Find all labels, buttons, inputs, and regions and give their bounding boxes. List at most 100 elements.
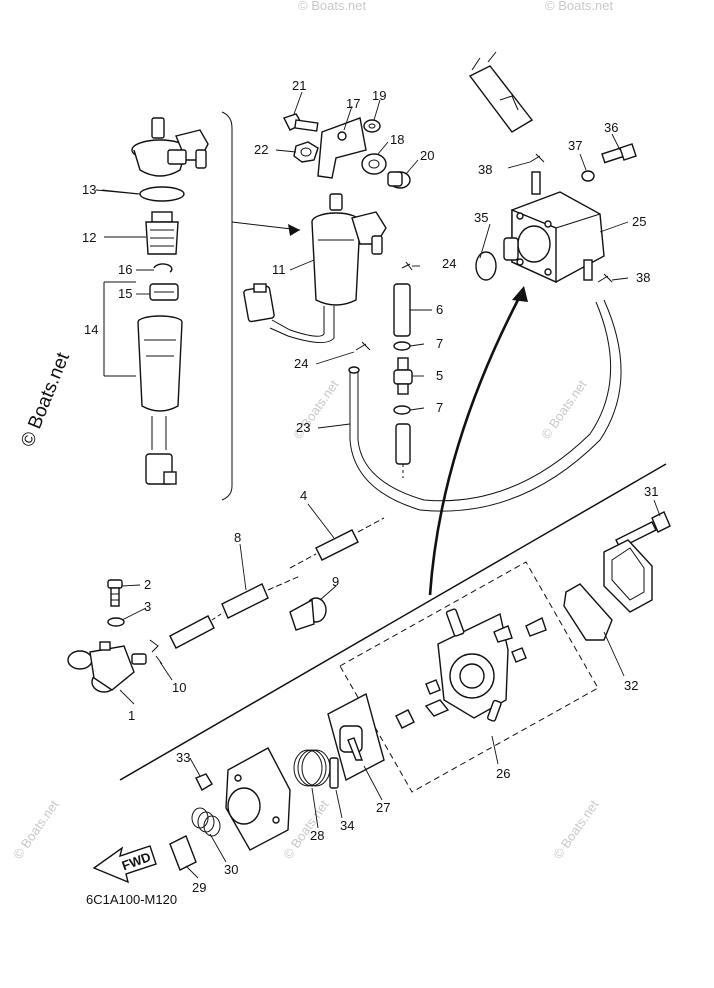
clip-7-upper bbox=[393, 341, 411, 351]
filter-cup bbox=[137, 315, 183, 485]
hose-23-outer bbox=[349, 299, 622, 512]
label-35: 35 bbox=[474, 210, 488, 225]
label-6: 6 bbox=[436, 302, 443, 317]
group-bracket-14 bbox=[103, 281, 136, 377]
pump-26-group-box bbox=[339, 561, 599, 793]
pump-body-26 bbox=[425, 608, 527, 722]
pump-fitting-b bbox=[525, 617, 547, 637]
clip-24-upper bbox=[401, 261, 413, 271]
label-25: 25 bbox=[632, 214, 646, 229]
label-9: 9 bbox=[332, 574, 339, 589]
clip-24-lower bbox=[355, 341, 371, 351]
diagram-code: 6C1A100-M120 bbox=[86, 892, 177, 907]
fwd-arrow: FWD bbox=[92, 845, 157, 884]
nut-22 bbox=[293, 141, 319, 163]
label-1: 1 bbox=[128, 708, 135, 723]
filter-head-assembly bbox=[131, 117, 209, 177]
pump-fitting-a bbox=[493, 625, 513, 643]
o-ring-35 bbox=[475, 251, 497, 281]
flow-arrow-head bbox=[512, 286, 528, 302]
clip-10 bbox=[149, 639, 163, 665]
clip-7-lower bbox=[393, 405, 411, 415]
bracket-arrow-head bbox=[288, 224, 300, 236]
o-ring bbox=[139, 186, 185, 202]
label-30: 30 bbox=[224, 862, 238, 877]
filter-element bbox=[145, 211, 179, 255]
label-28: 28 bbox=[310, 828, 324, 843]
label-36: 36 bbox=[604, 120, 618, 135]
label-38-upper: 38 bbox=[478, 162, 492, 177]
clip-38-upper bbox=[529, 153, 545, 163]
label-22: 22 bbox=[254, 142, 268, 157]
leader-lines bbox=[95, 91, 661, 879]
label-34: 34 bbox=[340, 818, 354, 833]
label-31: 31 bbox=[644, 484, 658, 499]
hose-8 bbox=[169, 575, 301, 649]
label-5: 5 bbox=[436, 368, 443, 383]
label-14: 14 bbox=[84, 322, 98, 337]
clip-38-lower bbox=[597, 273, 613, 283]
label-7-upper: 7 bbox=[436, 336, 443, 351]
nut-33 bbox=[195, 773, 213, 791]
gasket-32 bbox=[563, 583, 613, 641]
label-3: 3 bbox=[144, 599, 151, 614]
grommet-19 bbox=[363, 119, 381, 133]
label-24-lower: 24 bbox=[294, 356, 308, 371]
label-23: 23 bbox=[296, 420, 310, 435]
section-divider bbox=[119, 463, 667, 781]
label-13: 13 bbox=[82, 182, 96, 197]
clip-9 bbox=[289, 597, 327, 631]
watermark-bottom-right: © Boats.net bbox=[550, 797, 602, 862]
pump-cover bbox=[603, 539, 653, 613]
watermark-top-right: © Boats.net bbox=[545, 0, 614, 13]
grommet-18 bbox=[361, 153, 387, 175]
label-26: 26 bbox=[496, 766, 510, 781]
label-15: 15 bbox=[118, 286, 132, 301]
label-2: 2 bbox=[144, 577, 151, 592]
bolt-36 bbox=[601, 143, 637, 164]
hose-4 bbox=[289, 517, 385, 569]
float bbox=[149, 283, 179, 301]
label-11: 11 bbox=[272, 262, 286, 277]
watermark-top: © Boats.net bbox=[298, 0, 367, 13]
bolt-2 bbox=[107, 579, 123, 607]
pump-housing bbox=[225, 747, 291, 851]
pump-fitting-c bbox=[395, 709, 415, 729]
label-32: 32 bbox=[624, 678, 638, 693]
washer-3 bbox=[107, 617, 125, 627]
bracket-arrow-line bbox=[231, 221, 301, 231]
label-38-lower: 38 bbox=[636, 270, 650, 285]
fuel-pump-25 bbox=[503, 171, 605, 284]
label-27: 27 bbox=[376, 800, 390, 815]
hose-stub bbox=[395, 423, 411, 465]
bolt-21 bbox=[283, 113, 319, 132]
label-10: 10 bbox=[172, 680, 186, 695]
label-21: 21 bbox=[292, 78, 306, 93]
bracket-17 bbox=[317, 117, 367, 179]
label-20: 20 bbox=[420, 148, 434, 163]
label-24-upper: 24 bbox=[442, 256, 456, 271]
collar-20 bbox=[387, 171, 411, 189]
flow-arrow bbox=[428, 295, 522, 596]
pump-hose-top bbox=[468, 51, 534, 133]
label-19: 19 bbox=[372, 88, 386, 103]
label-18: 18 bbox=[390, 132, 404, 147]
pump-fitting-d bbox=[424, 699, 450, 717]
plunger-29 bbox=[169, 835, 197, 871]
circlip bbox=[153, 263, 173, 273]
fuel-connector-1 bbox=[67, 641, 147, 693]
label-4: 4 bbox=[300, 488, 307, 503]
pin-34 bbox=[329, 757, 339, 789]
label-17: 17 bbox=[346, 96, 360, 111]
spring-28 bbox=[293, 749, 331, 787]
label-37: 37 bbox=[568, 138, 582, 153]
diaphragm-27 bbox=[327, 692, 385, 782]
watermark-right: © Boats.net bbox=[538, 377, 590, 442]
hose-6 bbox=[393, 283, 411, 337]
section-bracket bbox=[221, 111, 233, 501]
label-29: 29 bbox=[192, 880, 206, 895]
hose-23-inner bbox=[357, 301, 612, 502]
label-7-lower: 7 bbox=[436, 400, 443, 415]
callout-labels: 1 2 3 4 5 6 7 7 8 9 10 11 12 13 14 15 16… bbox=[82, 78, 658, 895]
